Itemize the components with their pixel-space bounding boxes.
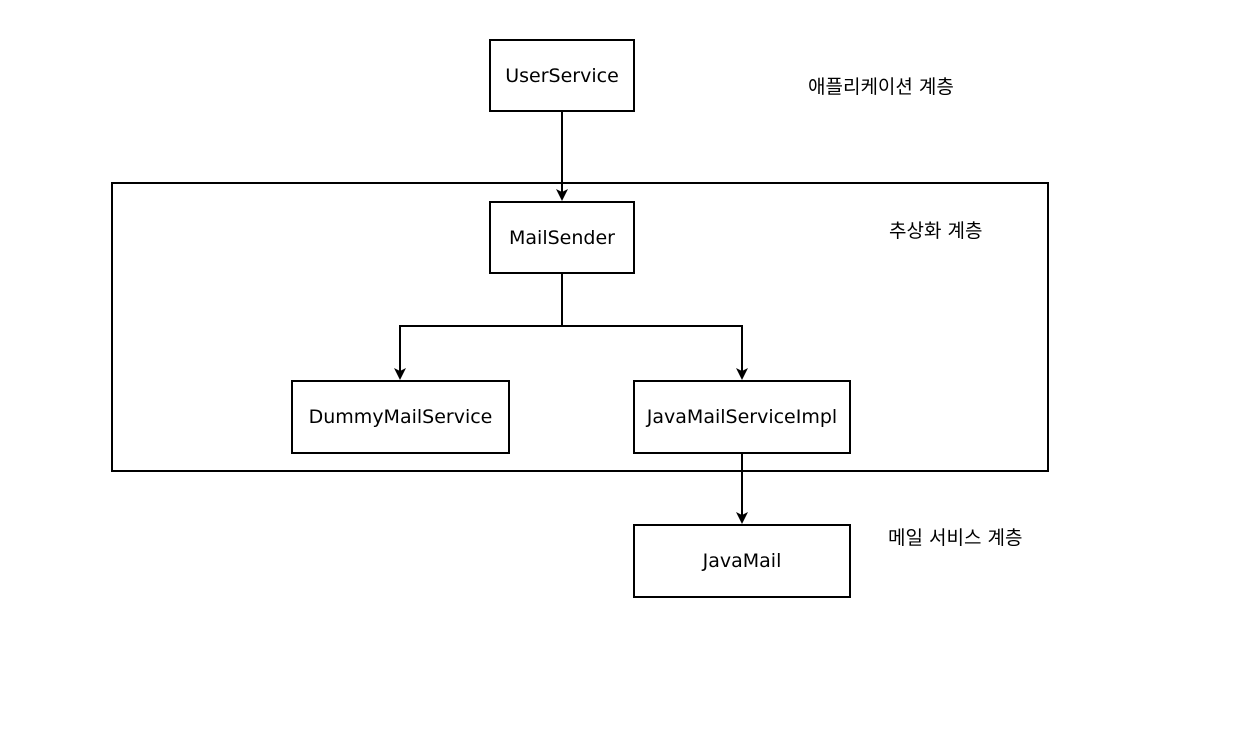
mail-service-layer-label: 메일 서비스 계층	[888, 527, 1023, 549]
node-userservice: UserService	[489, 39, 635, 112]
node-userservice-label: UserService	[505, 64, 619, 87]
abstraction-layer-box	[111, 182, 1049, 472]
abstraction-layer-label: 추상화 계층	[889, 220, 983, 242]
application-layer-label: 애플리케이션 계층	[808, 76, 954, 98]
node-dummymailservice: DummyMailService	[291, 380, 510, 454]
node-mailsender: MailSender	[489, 201, 635, 274]
node-mailsender-label: MailSender	[509, 226, 615, 249]
node-javamail-label: JavaMail	[702, 550, 782, 572]
node-dummymailservice-label: DummyMailService	[308, 406, 493, 428]
node-javamailserviceimpl: JavaMailServiceImpl	[633, 380, 851, 454]
node-javamailserviceimpl-label: JavaMailServiceImpl	[646, 406, 838, 428]
node-javamail: JavaMail	[633, 524, 851, 598]
